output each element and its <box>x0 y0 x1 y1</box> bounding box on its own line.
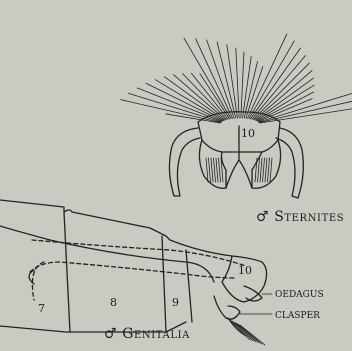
bristle <box>253 63 309 119</box>
segment-9-10-divider <box>186 250 192 322</box>
tip-bristle <box>232 321 253 341</box>
tip-bristle <box>234 322 256 342</box>
sternites-drawing: 10 <box>121 34 352 198</box>
oedagus-label: OEDAGUS <box>275 290 324 300</box>
left-arm <box>169 128 200 196</box>
sternite-number: 10 <box>241 127 255 140</box>
hatch-line <box>260 158 262 182</box>
hatch-line <box>265 158 267 182</box>
hatch-line <box>268 158 270 182</box>
bristle-tuft <box>121 34 352 123</box>
bristle <box>243 57 252 119</box>
bristle <box>217 42 236 118</box>
hatch-line <box>211 158 213 182</box>
segment-8-number: 8 <box>110 296 117 309</box>
lobe-hatching <box>206 158 272 182</box>
sternites-label: ♂ Sternites <box>256 209 344 225</box>
hatch-line <box>258 158 260 182</box>
tip-bristle <box>238 324 262 344</box>
segment-7-8-divider <box>64 212 70 332</box>
hatch-line <box>214 158 216 182</box>
bristle <box>184 38 231 118</box>
internal-duct-loop <box>32 262 44 300</box>
clasper-label: CLASPER <box>275 311 320 321</box>
tip-bristle <box>236 323 259 343</box>
hatch-line <box>263 158 265 182</box>
bristle <box>252 56 306 120</box>
hatch-line <box>216 158 218 182</box>
segment-10-lobe <box>222 256 244 302</box>
genitalia-label: ♂ Genitalia <box>104 326 190 342</box>
tip-bristle <box>230 320 250 340</box>
segment-10-number: 10 <box>238 264 252 277</box>
clasper-bristles <box>230 320 265 345</box>
hatch-line <box>219 158 221 182</box>
hatch-line <box>270 158 272 182</box>
hatch-line <box>209 158 211 182</box>
bristle <box>249 41 294 119</box>
bristle <box>241 52 244 118</box>
segment-8-9-divider <box>162 236 166 332</box>
hatch-line <box>255 158 257 182</box>
internal-duct-lower <box>30 262 236 278</box>
segment-9-number: 9 <box>172 296 179 309</box>
segment-7-number: 7 <box>38 302 45 315</box>
